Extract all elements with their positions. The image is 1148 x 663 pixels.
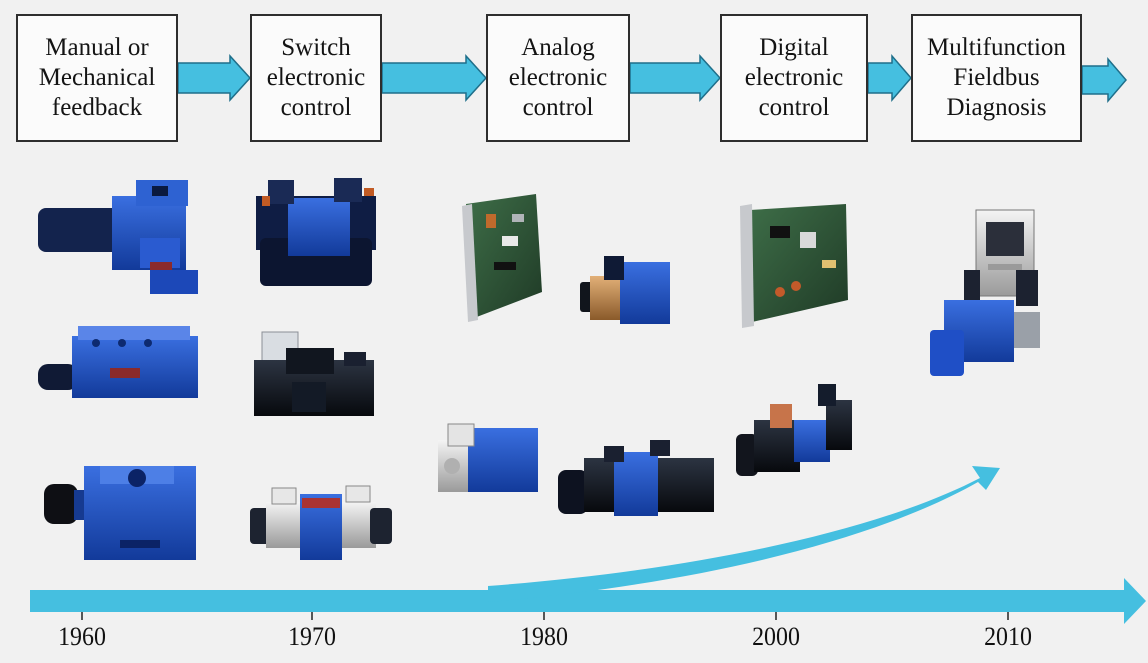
electronic-card-digital bbox=[740, 204, 848, 328]
growth-curve-arrow bbox=[488, 466, 1000, 602]
year-label-2010: 2010 bbox=[984, 622, 1032, 651]
stage-box-digital-electronic: Digital electronic control bbox=[720, 14, 868, 142]
connector-arrow-4 bbox=[867, 53, 912, 103]
year-label-1980: 1980 bbox=[520, 622, 568, 651]
valve-image-switching-valve-2 bbox=[254, 331, 374, 416]
valve-image-proportional-valve-1 bbox=[438, 423, 538, 492]
timeline-arrow bbox=[30, 578, 1146, 624]
stage-box-multifunction: Multifunction Fieldbus Diagnosis bbox=[911, 14, 1082, 142]
year-label-2000: 2000 bbox=[752, 622, 800, 651]
connector-arrow-3 bbox=[629, 54, 722, 102]
stage-box-analog-electronic: Analog electronic control bbox=[486, 14, 630, 142]
stage-box-manual-mechanical: Manual or Mechanical feedback bbox=[16, 14, 178, 142]
connector-arrow-5 bbox=[1081, 56, 1127, 104]
valve-image-switching-valve-3 bbox=[250, 485, 392, 560]
valve-image-proportional-valve-2 bbox=[558, 440, 714, 516]
valve-image-proportional-solenoid bbox=[580, 256, 670, 324]
connector-arrow-2 bbox=[381, 54, 488, 102]
valve-image-switching-valve-1 bbox=[256, 178, 376, 286]
valve-image-pressure-reducing bbox=[38, 180, 198, 294]
valve-image-multifunction bbox=[930, 209, 1040, 376]
valve-image-digital-valve bbox=[736, 384, 852, 476]
valve-image-check-valve bbox=[38, 326, 198, 398]
year-label-1960: 1960 bbox=[58, 622, 106, 651]
valve-image-pressure-valve bbox=[44, 466, 196, 560]
timeline-ticks bbox=[81, 612, 1009, 620]
connector-arrow-1 bbox=[177, 54, 252, 102]
stage-box-switch-electronic: Switch electronic control bbox=[250, 14, 382, 142]
year-label-1970: 1970 bbox=[288, 622, 336, 651]
electronic-card-analog bbox=[462, 194, 542, 322]
